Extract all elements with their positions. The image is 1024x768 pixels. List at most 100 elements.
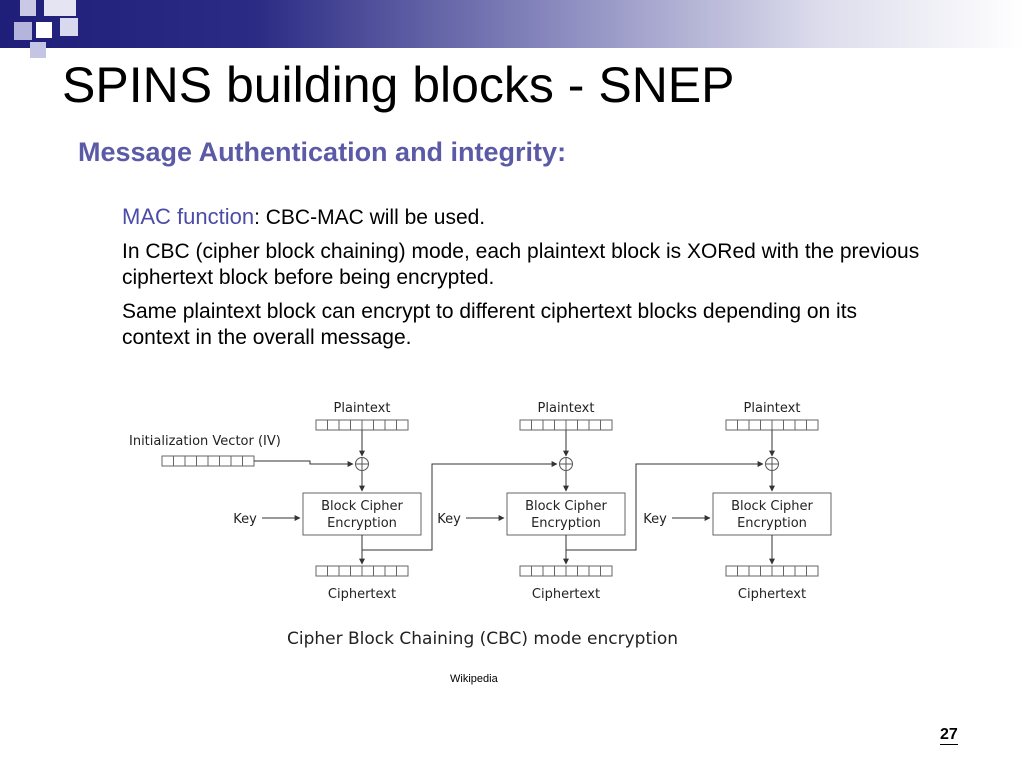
plaintext-block-cell bbox=[327, 419, 340, 431]
plaintext-block-cell bbox=[554, 419, 567, 431]
plaintext-block-cell bbox=[577, 419, 590, 431]
plaintext-block-cell bbox=[806, 419, 819, 431]
header-gradient-band bbox=[0, 0, 1024, 48]
plaintext-block-cell bbox=[396, 419, 409, 431]
ciphertext-block-cell bbox=[771, 565, 784, 577]
ciphertext-label: Ciphertext bbox=[328, 587, 396, 602]
decor-square bbox=[44, 0, 76, 16]
decor-square bbox=[30, 42, 46, 58]
slide-content: MAC function: CBC-MAC will be used. In C… bbox=[122, 204, 922, 359]
plaintext-block-cell bbox=[725, 419, 738, 431]
plaintext-block-cell bbox=[748, 419, 761, 431]
ciphertext-block-cell bbox=[519, 565, 532, 577]
ciphertext-block-cell bbox=[565, 565, 578, 577]
decor-square bbox=[60, 18, 78, 36]
iv-block-cell bbox=[184, 455, 197, 467]
ciphertext-block-cell bbox=[384, 565, 397, 577]
iv-block-cell bbox=[230, 455, 243, 467]
iv-block-cell bbox=[242, 455, 255, 467]
plaintext-block-cell bbox=[373, 419, 386, 431]
plaintext-block-cell bbox=[760, 419, 773, 431]
iv-block-cell bbox=[196, 455, 209, 467]
ciphertext-block-cell bbox=[396, 565, 409, 577]
encryption-label: Encryption bbox=[737, 516, 807, 531]
source-credit: Wikipedia bbox=[450, 673, 498, 685]
slide-subtitle: Message Authentication and integrity: bbox=[78, 137, 567, 167]
ciphertext-label: Ciphertext bbox=[738, 587, 806, 602]
ciphertext-block-cell bbox=[783, 565, 796, 577]
ciphertext-block-cell bbox=[373, 565, 386, 577]
context-description: Same plaintext block can encrypt to diff… bbox=[122, 300, 858, 349]
ciphertext-block-cell bbox=[554, 565, 567, 577]
mac-colon: : bbox=[254, 206, 260, 229]
decor-square bbox=[20, 0, 36, 16]
ciphertext-block-cell bbox=[315, 565, 328, 577]
chain-arrow bbox=[566, 461, 764, 551]
ciphertext-block-cell bbox=[542, 565, 555, 577]
ciphertext-block-cell bbox=[806, 565, 819, 577]
slide-title: SPINS building blocks - SNEP bbox=[62, 57, 735, 113]
ciphertext-block-cell bbox=[748, 565, 761, 577]
block-cipher-box bbox=[712, 492, 832, 536]
ciphertext-block-cell bbox=[531, 565, 544, 577]
iv-label: Initialization Vector (IV) bbox=[129, 434, 281, 449]
block-cipher-label: Block Cipher bbox=[321, 499, 403, 514]
mac-function-label: MAC function bbox=[122, 204, 255, 229]
cbc-description: In CBC (cipher block chaining) mode, eac… bbox=[122, 240, 920, 289]
plaintext-block-cell bbox=[338, 419, 351, 431]
mac-function-line: MAC function: CBC-MAC will be used. bbox=[122, 204, 922, 231]
plaintext-block-cell bbox=[531, 419, 544, 431]
plaintext-block-cell bbox=[361, 419, 374, 431]
block-cipher-box bbox=[302, 492, 422, 536]
decor-square bbox=[14, 22, 32, 40]
ciphertext-block-cell bbox=[361, 565, 374, 577]
plaintext-label: Plaintext bbox=[744, 401, 801, 416]
ciphertext-block-cell bbox=[794, 565, 807, 577]
key-label: Key bbox=[643, 512, 667, 527]
key-label: Key bbox=[437, 512, 461, 527]
iv-arrow bbox=[254, 460, 354, 467]
iv-block-cell bbox=[219, 455, 232, 467]
encryption-label: Encryption bbox=[531, 516, 601, 531]
ciphertext-block-cell bbox=[577, 565, 590, 577]
diagram-caption: Cipher Block Chaining (CBC) mode encrypt… bbox=[287, 629, 678, 649]
ciphertext-block-cell bbox=[327, 565, 340, 577]
ciphertext-block-cell bbox=[737, 565, 750, 577]
iv-block-cell bbox=[207, 455, 220, 467]
plaintext-block-cell bbox=[771, 419, 784, 431]
iv-block-cell bbox=[161, 455, 174, 467]
plaintext-block-cell bbox=[350, 419, 363, 431]
plaintext-block-cell bbox=[315, 419, 328, 431]
plaintext-block-cell bbox=[519, 419, 532, 431]
ciphertext-block-cell bbox=[588, 565, 601, 577]
ciphertext-block-cell bbox=[725, 565, 738, 577]
plaintext-label: Plaintext bbox=[334, 401, 391, 416]
key-label: Key bbox=[233, 512, 257, 527]
plaintext-block-cell bbox=[384, 419, 397, 431]
plaintext-block-cell bbox=[783, 419, 796, 431]
block-cipher-label: Block Cipher bbox=[731, 499, 813, 514]
ciphertext-label: Ciphertext bbox=[532, 587, 600, 602]
mac-function-text: CBC-MAC will be used. bbox=[259, 206, 486, 229]
ciphertext-block-cell bbox=[338, 565, 351, 577]
page-number: 27 bbox=[940, 726, 958, 745]
iv-block-cell bbox=[173, 455, 186, 467]
plaintext-block-cell bbox=[588, 419, 601, 431]
ciphertext-block-cell bbox=[760, 565, 773, 577]
decor-square bbox=[0, 0, 18, 18]
decor-square bbox=[36, 22, 52, 38]
plaintext-block-cell bbox=[600, 419, 613, 431]
plaintext-block-cell bbox=[794, 419, 807, 431]
chain-arrow bbox=[362, 461, 558, 551]
plaintext-block-cell bbox=[565, 419, 578, 431]
block-cipher-box bbox=[506, 492, 626, 536]
ciphertext-block-cell bbox=[350, 565, 363, 577]
block-cipher-label: Block Cipher bbox=[525, 499, 607, 514]
plaintext-block-cell bbox=[737, 419, 750, 431]
ciphertext-block-cell bbox=[600, 565, 613, 577]
plaintext-block-cell bbox=[542, 419, 555, 431]
plaintext-label: Plaintext bbox=[538, 401, 595, 416]
encryption-label: Encryption bbox=[327, 516, 397, 531]
